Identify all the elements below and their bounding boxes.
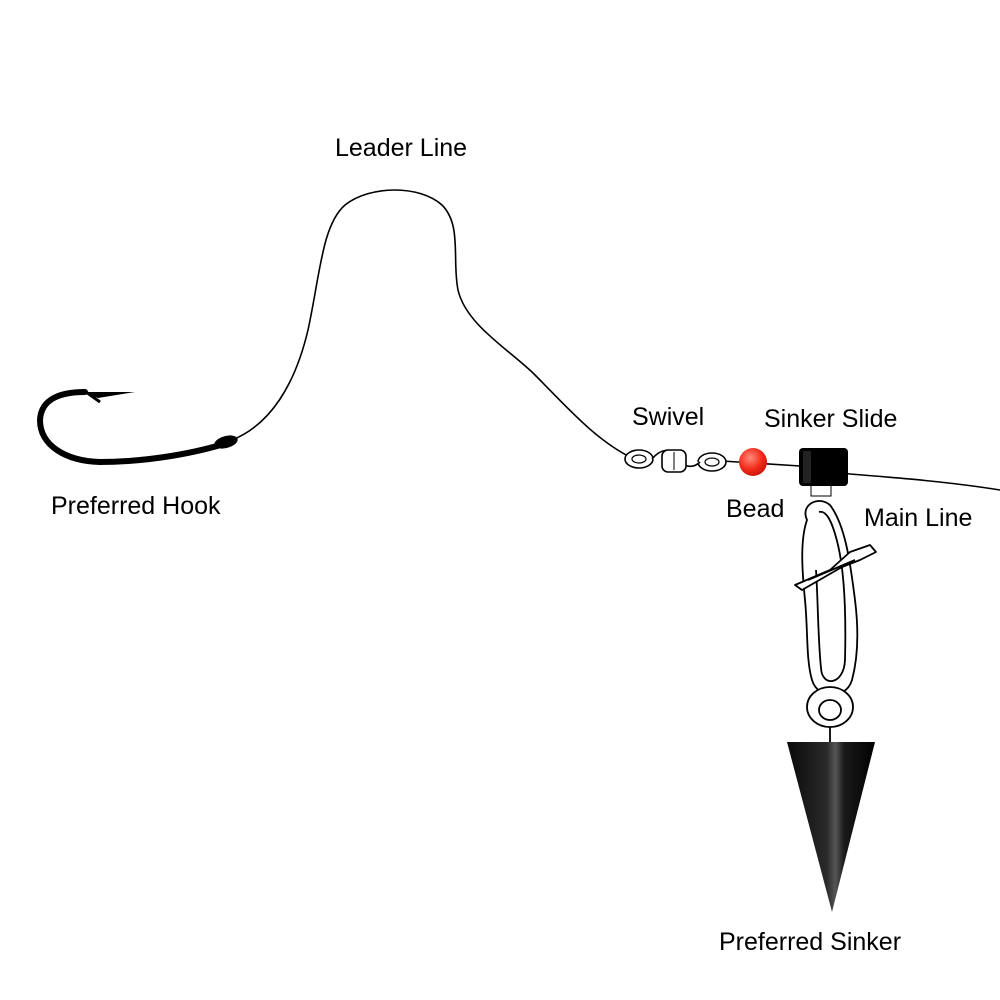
label-sinker-slide: Sinker Slide: [764, 405, 898, 433]
label-swivel: Swivel: [632, 403, 705, 431]
label-preferred-sinker: Preferred Sinker: [719, 928, 902, 956]
label-preferred-hook: Preferred Hook: [51, 492, 221, 520]
swivel-icon: [624, 449, 727, 473]
label-main-line: Main Line: [864, 504, 973, 532]
main-line: [721, 460, 1000, 491]
label-bead: Bead: [726, 495, 785, 523]
sinker-slide-icon: [799, 448, 848, 497]
snap-clip-icon: [794, 500, 877, 742]
leader-line: [231, 189, 633, 459]
bead-icon: [739, 448, 767, 476]
sinker-icon: [787, 742, 875, 912]
hook-icon: [36, 389, 238, 466]
label-leader-line: Leader Line: [335, 134, 468, 162]
